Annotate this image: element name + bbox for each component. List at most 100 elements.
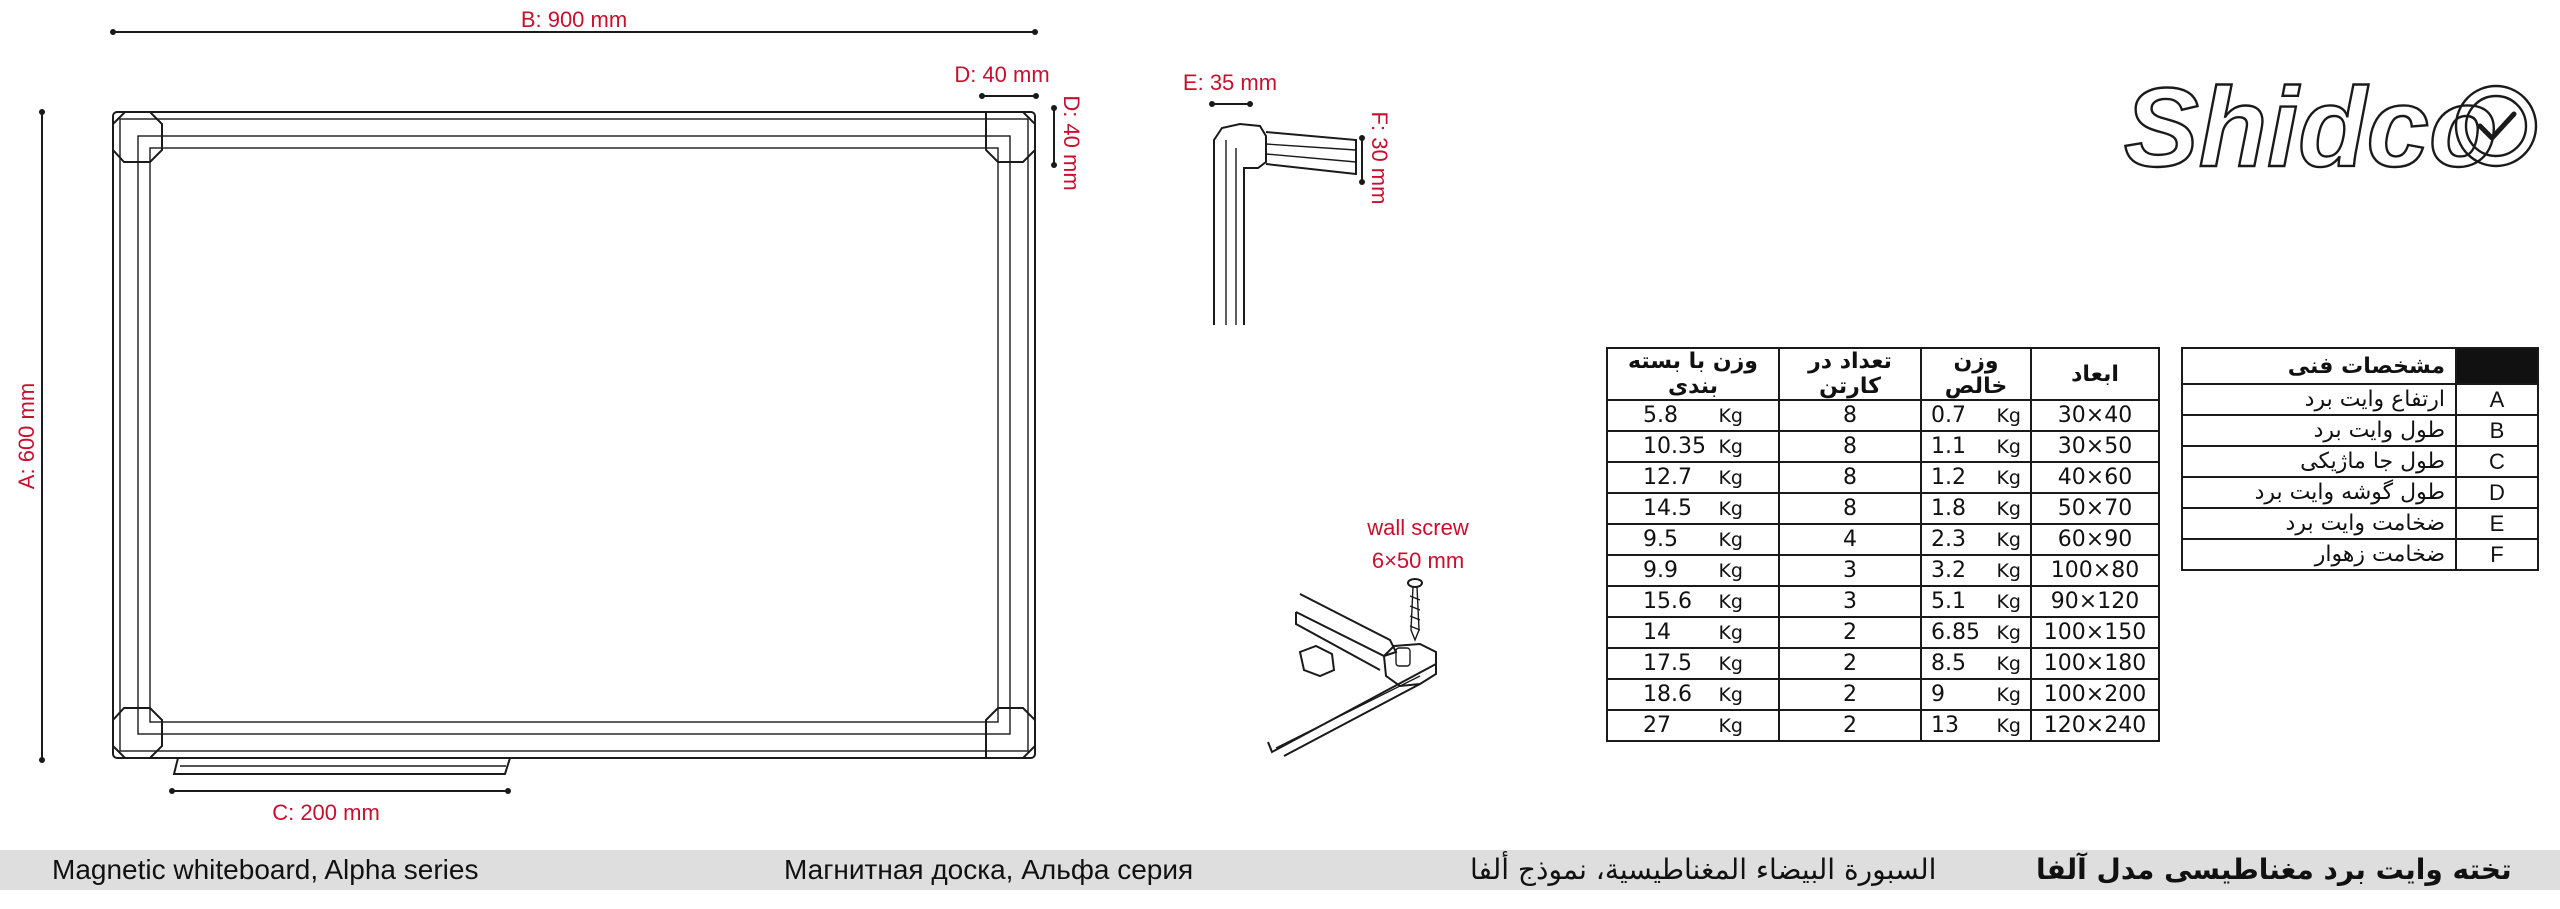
spec-description: طول گوشه وایت برد (2181, 476, 2457, 509)
dimension-d-horizontal-label: D: 40 mm (954, 62, 1049, 87)
count-cell: 2 (1778, 709, 1922, 742)
brand-name: Shidco (2124, 66, 2497, 186)
count-cell: 8 (1778, 492, 1922, 525)
dimension-a-label: A: 600 mm (14, 383, 39, 489)
shidco-logo: Shidco (2123, 66, 2538, 186)
header-count-per-carton: تعداد در کارتن (1778, 347, 1922, 401)
wall-screw-detail-view (1267, 578, 1437, 757)
dimension-lines (39, 29, 1365, 794)
dimension-b-label: B: 900 mm (521, 7, 627, 32)
size-cell: 100×80 (2030, 554, 2160, 587)
count-cell: 3 (1778, 585, 1922, 618)
wall-screw-label-line2: 6×50 mm (1372, 548, 1464, 573)
corner-cap-bottom-left (112, 707, 163, 759)
count-cell: 2 (1778, 647, 1922, 680)
size-cell: 50×70 (2030, 492, 2160, 525)
title-russian: Магнитная доска, Альфа серия (784, 854, 1194, 885)
corner-detail-view (1213, 122, 1357, 325)
spec-letter: B (2455, 414, 2539, 447)
dimension-d-vertical-label: D: 40 mm (1059, 95, 1084, 190)
title-persian: تخته وایت برد مغناطیسی مدل آلفا (2036, 853, 2512, 886)
weights-table: وزن با بسته بندی تعداد در کارتن وزن خالص… (1606, 347, 2160, 742)
spec-letter: F (2455, 538, 2539, 571)
check-circle-icon (2454, 84, 2538, 168)
technical-drawing: B: 900 mm A: 600 mm C: 200 mm D: 40 mm D… (14, 7, 1469, 825)
footer-title-bar: Magnetic whiteboard, Alpha series Магнит… (0, 850, 2560, 890)
spec-legend-title: مشخصات فنی (2181, 347, 2457, 385)
spec-letter: E (2455, 507, 2539, 540)
spec-description: ضخامت زهوار (2181, 538, 2457, 571)
size-cell: 120×240 (2030, 709, 2160, 742)
title-english: Magnetic whiteboard, Alpha series (52, 854, 479, 885)
corner-cap-top-right (985, 111, 1036, 163)
spec-description: طول جا ماژیکی (2181, 445, 2457, 478)
size-cell: 100×200 (2030, 678, 2160, 711)
size-cell: 100×150 (2030, 616, 2160, 649)
spec-legend-header-row: مشخصات فنی (2181, 347, 2539, 385)
size-cell: 60×90 (2030, 523, 2160, 556)
count-cell: 4 (1778, 523, 1922, 556)
title-arabic: السبورة البيضاء المغناطيسية، نموذج ألفا (1470, 853, 1937, 886)
header-gross-weight: وزن با بسته بندی (1606, 347, 1780, 401)
header-net-weight: وزن خالص (1920, 347, 2032, 401)
spec-letter: C (2455, 445, 2539, 478)
count-cell: 2 (1778, 616, 1922, 649)
spec-description: ضخامت وایت برد (2181, 507, 2457, 540)
count-cell: 2 (1778, 678, 1922, 711)
size-cell: 30×50 (2030, 430, 2160, 463)
size-cell: 40×60 (2030, 461, 2160, 494)
spec-legend-header-fill (2455, 347, 2539, 385)
count-cell: 3 (1778, 554, 1922, 587)
size-cell: 90×120 (2030, 585, 2160, 618)
dimension-e-label: E: 35 mm (1183, 70, 1277, 95)
spec-letter: D (2455, 476, 2539, 509)
spec-description: ارتفاع وایت برد (2181, 383, 2457, 416)
size-cell: 100×180 (2030, 647, 2160, 680)
dimension-f-label: F: 30 mm (1367, 112, 1392, 205)
weights-table-header-row: وزن با بسته بندی تعداد در کارتن وزن خالص… (1606, 347, 2160, 401)
corner-cap-top-left (112, 111, 163, 163)
size-cell: 30×40 (2030, 399, 2160, 432)
marker-tray (172, 757, 511, 775)
whiteboard-front-view (112, 111, 1036, 775)
corner-cap-bottom-right (985, 707, 1036, 759)
dimension-c-label: C: 200 mm (272, 800, 380, 825)
wall-screw-label-line1: wall screw (1366, 515, 1469, 540)
count-cell: 8 (1778, 399, 1922, 432)
count-cell: 8 (1778, 461, 1922, 494)
spec-letter: A (2455, 383, 2539, 416)
